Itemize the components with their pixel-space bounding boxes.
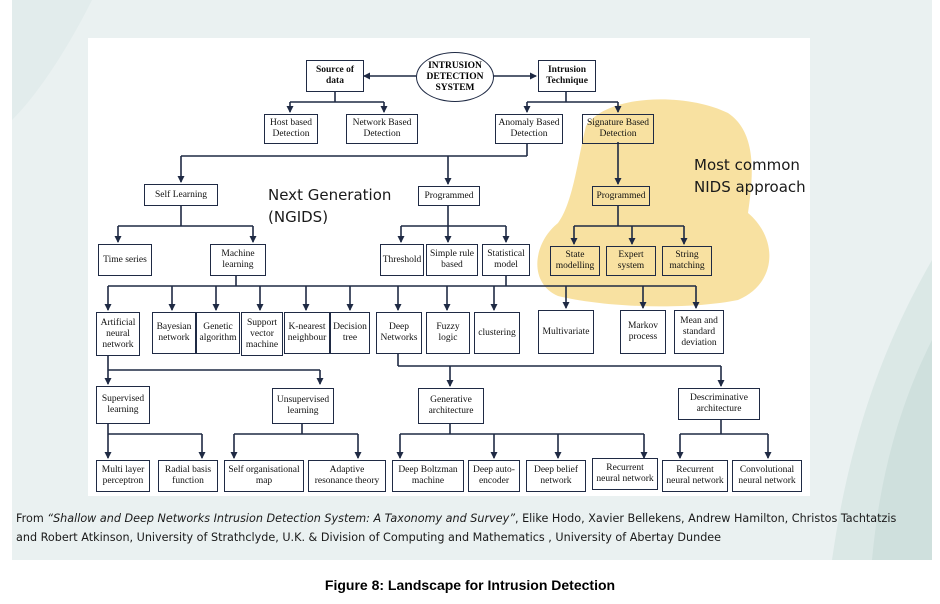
citation-prefix: From bbox=[16, 512, 48, 525]
node-intrusion-technique: Intrusion Technique bbox=[538, 60, 596, 92]
node-decision-tree: Decision tree bbox=[330, 312, 370, 354]
node-support-vector-machine: Support vector machine bbox=[241, 312, 283, 356]
node-expert-system: Expert system bbox=[606, 246, 656, 276]
node-deep-auto-encoder: Deep auto- encoder bbox=[468, 460, 520, 492]
node-anomaly-based-detection: Anomaly Based Detection bbox=[495, 114, 563, 144]
node-threshold: Threshold bbox=[380, 244, 424, 276]
node-markov-process: Markov process bbox=[620, 310, 666, 354]
annotation-next-generation: Next Generation (NGIDS) bbox=[268, 186, 392, 226]
node-generative-architecture: Generative architecture bbox=[418, 388, 484, 424]
node-unsupervised-learning: Unsupervised learning bbox=[272, 388, 334, 424]
node-self-learning: Self Learning bbox=[144, 184, 218, 206]
node-recurrent-neural-network-generative: Recurrent neural network bbox=[592, 458, 658, 490]
node-discriminative-architecture: Descriminative architecture bbox=[678, 388, 760, 420]
node-fuzzy-logic: Fuzzy logic bbox=[426, 312, 470, 354]
node-adaptive-resonance-theory: Adaptive resonance theory bbox=[308, 460, 386, 492]
node-recurrent-neural-network-discriminative: Recurrent neural network bbox=[662, 460, 728, 492]
node-multivariate: Multivariate bbox=[538, 310, 594, 354]
node-string-matching: String matching bbox=[662, 246, 712, 276]
node-deep-belief-network: Deep belief network bbox=[526, 460, 586, 492]
node-supervised-learning: Supervised learning bbox=[96, 386, 150, 424]
node-signature-based-detection: Signature Based Detection bbox=[582, 114, 654, 144]
node-clustering: clustering bbox=[474, 312, 520, 354]
node-convolutional-neural-network: Convolutional neural network bbox=[732, 460, 802, 492]
citation-title: “Shallow and Deep Networks Intrusion Det… bbox=[47, 512, 515, 525]
citation-rest: , Elike Hodo, Xavier Bellekens, Andrew H… bbox=[16, 512, 897, 544]
citation-text: From “Shallow and Deep Networks Intrusio… bbox=[16, 509, 916, 547]
figure-caption: Figure 8: Landscape for Intrusion Detect… bbox=[324, 577, 616, 593]
node-network-based-detection: Network Based Detection bbox=[346, 114, 418, 144]
node-multi-layer-perceptron: Multi layer perceptron bbox=[96, 460, 150, 492]
node-host-based-detection: Host based Detection bbox=[264, 114, 318, 144]
node-programmed-signature: Programmed bbox=[592, 186, 650, 206]
node-genetic-algorithm: Genetic algorithm bbox=[196, 312, 240, 354]
node-time-series: Time series bbox=[98, 244, 152, 276]
node-bayesian-network: Bayesian network bbox=[152, 312, 196, 354]
root-intrusion-detection-system: INTRUSION DETECTION SYSTEM bbox=[416, 52, 494, 102]
node-mean-standard-deviation: Mean and standard deviation bbox=[674, 310, 724, 354]
node-state-modelling: State modelling bbox=[550, 246, 600, 276]
node-k-nearest-neighbour: K-nearest neighbour bbox=[284, 312, 330, 354]
node-artificial-neural-network: Artificial neural network bbox=[96, 312, 140, 356]
node-self-organisational-map: Self organisational map bbox=[224, 460, 304, 492]
decorative-wave bbox=[12, 0, 932, 560]
node-statistical-model: Statistical model bbox=[482, 244, 530, 276]
annotation-most-common: Most common NIDS approach bbox=[694, 156, 806, 196]
node-deep-boltzman-machine: Deep Boltzman machine bbox=[392, 460, 464, 492]
node-simple-rule-based: Simple rule based bbox=[426, 244, 478, 276]
node-machine-learning: Machine learning bbox=[210, 244, 266, 276]
diagram-panel: INTRUSION DETECTION SYSTEM Source of dat… bbox=[88, 38, 810, 496]
node-programmed-anomaly: Programmed bbox=[418, 186, 480, 206]
node-deep-networks: Deep Networks bbox=[376, 312, 422, 354]
node-radial-basis-function: Radial basis function bbox=[158, 460, 218, 492]
node-source-of-data: Source of data bbox=[306, 60, 364, 92]
